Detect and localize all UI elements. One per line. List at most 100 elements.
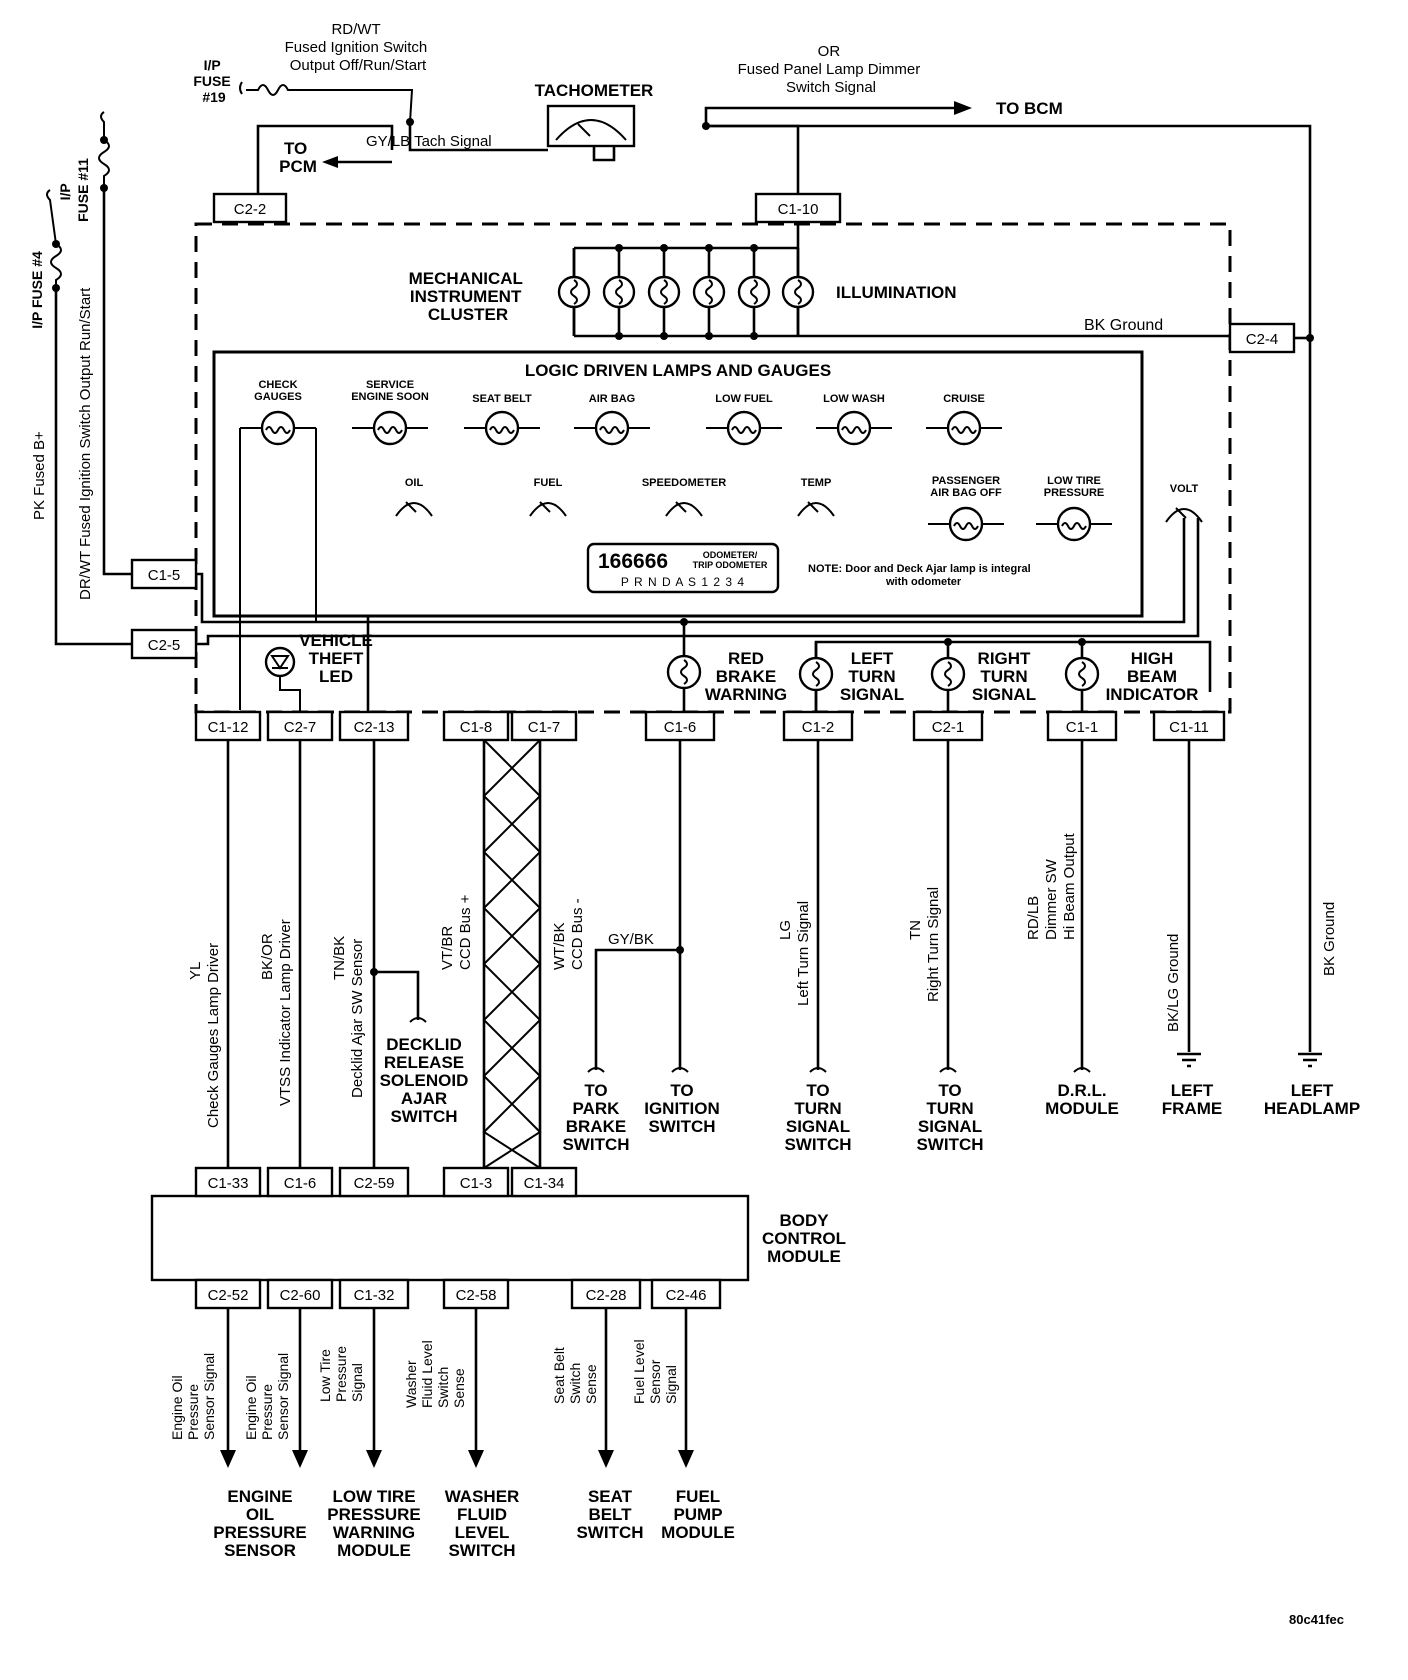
instrument-cluster: C2-2 C1-10 MECHANICAL INSTRUMENT CLUSTER… xyxy=(130,192,1314,714)
fuse19-label: I/P FUSE #19 xyxy=(193,57,234,105)
conn-c1-10 xyxy=(754,192,842,224)
bkor-label: BK/ORVTSS Indicator Lamp Driver xyxy=(259,919,294,1106)
fuse4-splice-a xyxy=(52,240,60,248)
bk-ground-right-wire xyxy=(706,124,1312,1052)
decklid-splice xyxy=(370,968,378,976)
lamp-icon xyxy=(240,410,316,446)
turn-connector-icons xyxy=(809,1067,1091,1073)
middle-wires xyxy=(226,739,1322,1169)
conn-c1-8-label: C1-8 xyxy=(460,719,493,736)
lamp-icon xyxy=(928,506,1004,542)
signal-c2-60-label: Engine OilPressureSensor Signal xyxy=(243,1353,291,1440)
to-bcm-label: TO BCM xyxy=(996,99,1063,118)
or-dimmer-wire xyxy=(704,106,954,194)
tach-lower-wire xyxy=(592,146,616,162)
lamp-icon xyxy=(816,410,892,446)
conn-c2-5 xyxy=(130,628,198,660)
gauge-speedometer: SPEEDOMETER xyxy=(642,477,726,517)
bk-label: BK Ground xyxy=(1321,902,1338,976)
gybk-park-brake-wire xyxy=(594,948,680,1070)
bk-ground-label: BK Ground xyxy=(1084,317,1163,334)
signal-c2-46-label: Fuel LevelSensorSignal xyxy=(631,1339,679,1404)
bcm-conn-c2-58 xyxy=(442,1278,510,1310)
gauge-oil: OIL xyxy=(395,477,433,517)
vtbr-label: VT/BRCCD Bus + xyxy=(439,894,474,970)
cluster-title: MECHANICAL INSTRUMENT CLUSTER xyxy=(409,269,528,324)
bcm-conn-c2-60 xyxy=(266,1278,334,1310)
illumination-bulb-icon xyxy=(692,248,726,336)
bcm-conn-c2-28-label: C2-28 xyxy=(586,1287,627,1304)
conn-c2-7-label: C2-7 xyxy=(284,719,317,736)
bcm-conn-c2-28 xyxy=(570,1278,642,1310)
bcm-box xyxy=(150,1194,750,1282)
drwt-wire-label: DR/WT Fused Ignition Switch Output Run/S… xyxy=(77,287,94,600)
logic-panel-title: LOGIC DRIVEN LAMPS AND GAUGES xyxy=(525,361,831,380)
conn-c2-4-label: C2-4 xyxy=(1246,331,1279,348)
conn-c1-2-label: C1-2 xyxy=(802,719,835,736)
illumination-bulb-icon xyxy=(602,248,636,336)
bcm-conn-c1-33-label: C1-33 xyxy=(208,1175,249,1192)
drwt-wire xyxy=(102,188,132,576)
illumination-bulb-icon xyxy=(781,248,815,336)
illumination-bulb-icon xyxy=(737,248,771,336)
fuse19-symbol xyxy=(239,81,414,123)
tach-signal-wire xyxy=(408,122,548,152)
rdwt-wire-label: RD/WT Fused Ignition Switch Output Off/R… xyxy=(285,21,432,74)
svg-text:LOW FUEL: LOW FUEL xyxy=(715,393,773,405)
cluster-bottom-connectors: C1-12 C2-7 C2-13 C1-8 C1-7 C1-6 C1-2 C2-… xyxy=(194,710,1226,742)
signal-c2-28-label: Seat BeltSwitchSense xyxy=(551,1347,599,1404)
conn-c1-5-label: C1-5 xyxy=(148,567,181,584)
bklg-label: BK/LG Ground xyxy=(1165,934,1182,1032)
tachometer-label: TACHOMETER xyxy=(535,81,654,100)
gauge-icon xyxy=(529,501,567,517)
gauge-volt: VOLT xyxy=(1165,483,1203,523)
top-feeds: I/P FUSE #19 RD/WT Fused Ignition Switch… xyxy=(193,21,1312,1052)
pk-wire-label: PK Fused B+ xyxy=(31,431,48,520)
bcm-conn-c2-52 xyxy=(194,1278,262,1310)
odometer-note: NOTE: Door and Deck Ajar lamp is integra… xyxy=(808,563,1034,588)
to-pcm-arrowhead xyxy=(322,156,338,168)
bcm-conn-c1-32-label: C1-32 xyxy=(354,1287,395,1304)
conn-c2-1 xyxy=(912,710,984,742)
conn-c1-8 xyxy=(442,710,510,742)
gauge-temp: TEMP xyxy=(797,477,835,517)
c1-5-internal-wire xyxy=(196,518,1186,624)
svg-text:166666: 166666 xyxy=(598,550,668,573)
illumination-label: ILLUMINATION xyxy=(836,283,957,302)
to-pcm-label: TO PCM xyxy=(279,139,317,176)
tn-label: TNRight Turn Signal xyxy=(907,887,942,1002)
lg-label: LGLeft Turn Signal xyxy=(777,901,812,1006)
lamp-low-fuel: LOW FUEL xyxy=(706,393,782,446)
bcm-conn-c1-6-label: C1-6 xyxy=(284,1175,317,1192)
odometer-display: 166666 ODOMETER/TRIP ODOMETER P R N D A … xyxy=(586,542,780,594)
to-pcm-wire xyxy=(256,124,394,194)
lamp-icon xyxy=(574,410,650,446)
illumination-bulbs xyxy=(557,244,815,340)
rdlb-label: RD/LBDimmer SWHi Beam Output xyxy=(1025,832,1078,940)
lamp-icon xyxy=(706,410,782,446)
bcm-conn-c1-33 xyxy=(194,1166,262,1198)
left-fuse-feeds: I/P FUSE #11 I/P FUSE #4 DR/WT Fused Ign… xyxy=(29,111,132,646)
gybk-connector-icons xyxy=(587,1067,689,1073)
wtbk-label: WT/BKCCD Bus - xyxy=(551,898,586,970)
pk-wire xyxy=(54,288,132,646)
gauge-icon xyxy=(797,501,835,517)
